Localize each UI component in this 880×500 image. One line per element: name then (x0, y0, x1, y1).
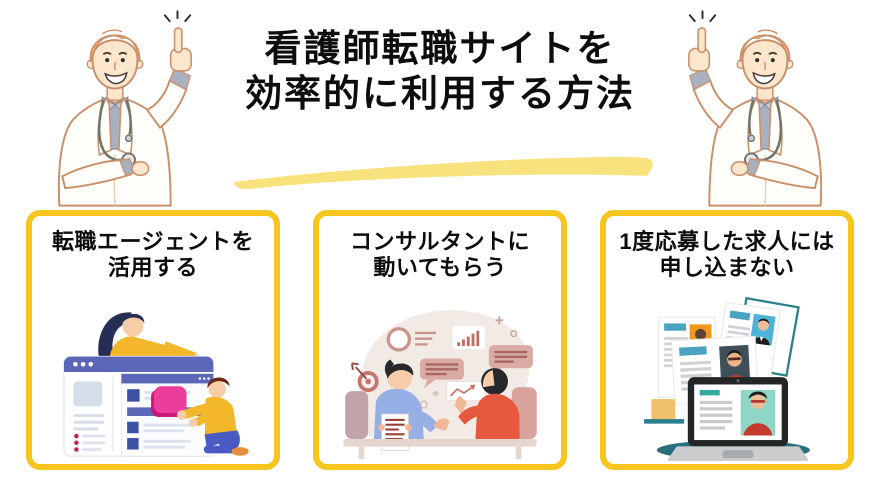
doctor-illustration-right (682, 8, 848, 208)
dot-icon (510, 330, 518, 338)
consultant-meeting-illustration (319, 303, 561, 461)
plus-icon (495, 316, 504, 325)
person-right-figure (455, 368, 520, 439)
doctor-illustration-left (32, 8, 198, 208)
spark-icon (163, 10, 192, 23)
cards-row: 転職エージェントを 活用する (26, 210, 854, 470)
browser-teamwork-illustration (32, 303, 274, 461)
card-no-duplicate-apply-title-line1: 1度応募した求人には (619, 229, 835, 254)
card-use-agent-title: 転職エージェントを 活用する (34, 229, 272, 281)
card-use-agent-title-line1: 転職エージェントを (51, 229, 255, 254)
card-no-duplicate-apply-title-line2: 申し込まない (659, 255, 795, 280)
donut-chart-icon (386, 327, 437, 352)
chair-left (345, 391, 369, 439)
card-consultant-title-line1: コンサルタントに (349, 229, 530, 254)
bar-chart-icon (452, 325, 486, 349)
card-consultant-title: コンサルタントに 動いてもらう (321, 229, 559, 281)
yellow-paper (651, 399, 676, 421)
teal-shelf (644, 419, 685, 424)
card-no-duplicate-apply-title: 1度応募した求人には 申し込まない (608, 229, 846, 281)
browser-window (63, 355, 215, 457)
highlight-underline (233, 156, 653, 190)
pointing-hand (688, 27, 711, 72)
doctor-pointing-up-art-mirrored (688, 10, 823, 207)
page-title: 看護師転職サイトを 効率的に利用する方法 (0, 26, 880, 116)
card-consultant-title-line2: 動いてもらう (373, 255, 507, 280)
target-icon (350, 362, 379, 393)
spark-icon (688, 10, 717, 23)
card-use-agent: 転職エージェントを 活用する (26, 210, 280, 470)
kneeling-man-figure (176, 377, 249, 456)
page-title-line2: 効率的に利用する方法 (245, 73, 635, 114)
card-consultant: コンサルタントに 動いてもらう (313, 210, 567, 470)
pink-box-icon (151, 386, 187, 417)
bullet-list (74, 433, 106, 452)
card-no-duplicate-apply: 1度応募した求人には 申し込まない (600, 210, 854, 470)
laptop (667, 377, 809, 461)
table-top (343, 438, 537, 447)
doctor-pointing-up-art (57, 10, 192, 207)
card-use-agent-title-line2: 活用する (107, 255, 198, 280)
pointing-hand (169, 27, 192, 72)
laptop-resumes-illustration (606, 297, 848, 461)
line-chart-icon (446, 381, 486, 407)
page-title-line1: 看護師転職サイトを (264, 28, 616, 69)
